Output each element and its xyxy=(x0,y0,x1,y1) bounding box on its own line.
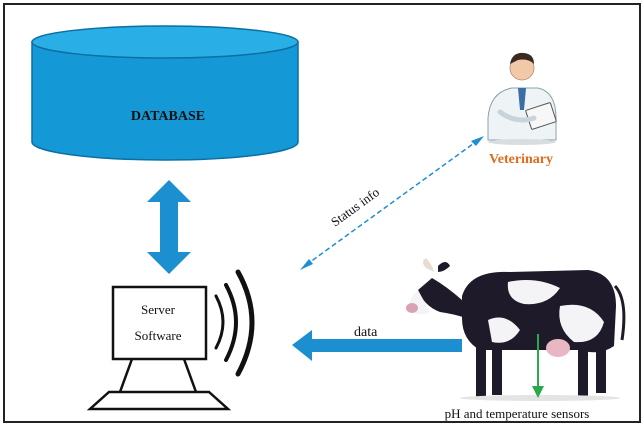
server-label-line2: Software xyxy=(135,328,182,343)
wireless-signal-icon xyxy=(214,269,255,377)
computer-terminal-icon: Server Software xyxy=(86,285,232,411)
database-server-arrow xyxy=(147,180,191,274)
data-arrow: data xyxy=(292,325,462,361)
data-label: data xyxy=(354,325,378,340)
database-label: DATABASE xyxy=(131,109,205,124)
database-cylinder: DATABASE xyxy=(31,25,299,161)
veterinary-label: Veterinary xyxy=(489,152,553,167)
server-label-line1: Server xyxy=(141,302,176,317)
sensor-label: pH and temperature sensors xyxy=(445,406,590,421)
sensor-arrow xyxy=(532,334,544,398)
veterinarian-icon xyxy=(487,52,557,145)
cow-icon xyxy=(406,258,626,401)
